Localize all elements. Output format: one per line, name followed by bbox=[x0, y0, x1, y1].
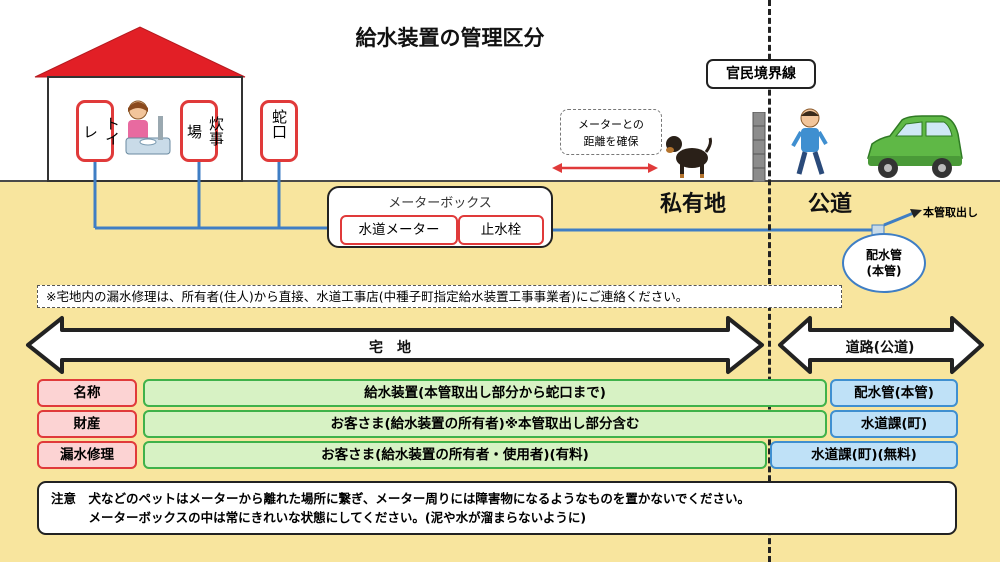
dog-icon bbox=[666, 136, 712, 178]
road-arrow-label: 道路(公道) bbox=[845, 340, 915, 356]
fixture-kitchen: 炊事場 bbox=[180, 100, 225, 162]
fixture-kitchen-label: 炊事場 bbox=[185, 116, 225, 146]
row-property-public: 水道課(町) bbox=[830, 410, 958, 438]
fixture-faucet-label: 蛇口 bbox=[270, 109, 288, 139]
fixture-faucet: 蛇口 bbox=[260, 100, 298, 162]
area-arrows bbox=[26, 316, 984, 374]
boundary-line bbox=[768, 0, 771, 562]
car-icon bbox=[867, 115, 963, 178]
caution-footer: 注意 犬などのペットはメーターから離れた場所に繋ぎ、メーター周りには障害物になる… bbox=[37, 481, 957, 535]
public-road-label: 公道 bbox=[808, 192, 853, 217]
leak-repair-notice: ※宅地内の漏水修理は、所有者(住人)から直接、水道工事店(中種子町指定給水装置工… bbox=[37, 285, 842, 308]
ground-line bbox=[0, 180, 1000, 182]
boundary-line-label: 官民境界線 bbox=[706, 59, 816, 89]
row-name-private: 給水装置(本管取出し部分から蛇口まで) bbox=[143, 379, 827, 407]
caution-line2: メーターボックスの中は常にきれいな状態にしてください。(泥や水が溜まらないように… bbox=[51, 510, 587, 525]
row-property-private: お客さま(給水装置の所有者)※本管取出し部分含む bbox=[143, 410, 827, 438]
fixture-toilet: トイレ bbox=[76, 100, 121, 162]
fence-post-icon bbox=[752, 112, 766, 182]
page-title: 給水装置の管理区分 bbox=[355, 26, 545, 50]
main-pipe-line1: 配水管 bbox=[865, 248, 902, 262]
meter-box: メーターボックス 水道メーター 止水栓 bbox=[327, 186, 553, 248]
row-head-leak-repair: 漏水修理 bbox=[37, 441, 137, 469]
person-washing-dishes-icon bbox=[125, 100, 171, 155]
walking-person-icon bbox=[791, 108, 828, 175]
main-pipe-circle: 配水管 (本管) bbox=[842, 233, 926, 293]
row-head-name: 名称 bbox=[37, 379, 137, 407]
stop-valve: 止水栓 bbox=[458, 215, 544, 245]
row-leak-public: 水道課(町)(無料) bbox=[770, 441, 958, 469]
distance-note: メーターとの 距離を確保 bbox=[560, 109, 662, 155]
fixture-toilet-label: トイレ bbox=[81, 116, 121, 146]
row-head-property: 財産 bbox=[37, 410, 137, 438]
main-takeoff-label: 本管取出し bbox=[923, 206, 978, 219]
row-leak-private: お客さま(給水装置の所有者・使用者)(有料) bbox=[143, 441, 767, 469]
meter-box-title: メーターボックス bbox=[388, 196, 492, 211]
row-name-public: 配水管(本管) bbox=[830, 379, 958, 407]
main-pipe-line2: (本管) bbox=[866, 264, 902, 278]
distance-note-line2: 距離を確保 bbox=[583, 135, 639, 148]
caution-line1: 注意 犬などのペットはメーターから離れた場所に繋ぎ、メーター周りには障害物になる… bbox=[51, 491, 751, 506]
distance-note-line1: メーターとの bbox=[578, 118, 644, 131]
residential-arrow-label: 宅 地 bbox=[369, 340, 411, 356]
private-land-label: 私有地 bbox=[660, 192, 727, 217]
water-meter: 水道メーター bbox=[340, 215, 458, 245]
